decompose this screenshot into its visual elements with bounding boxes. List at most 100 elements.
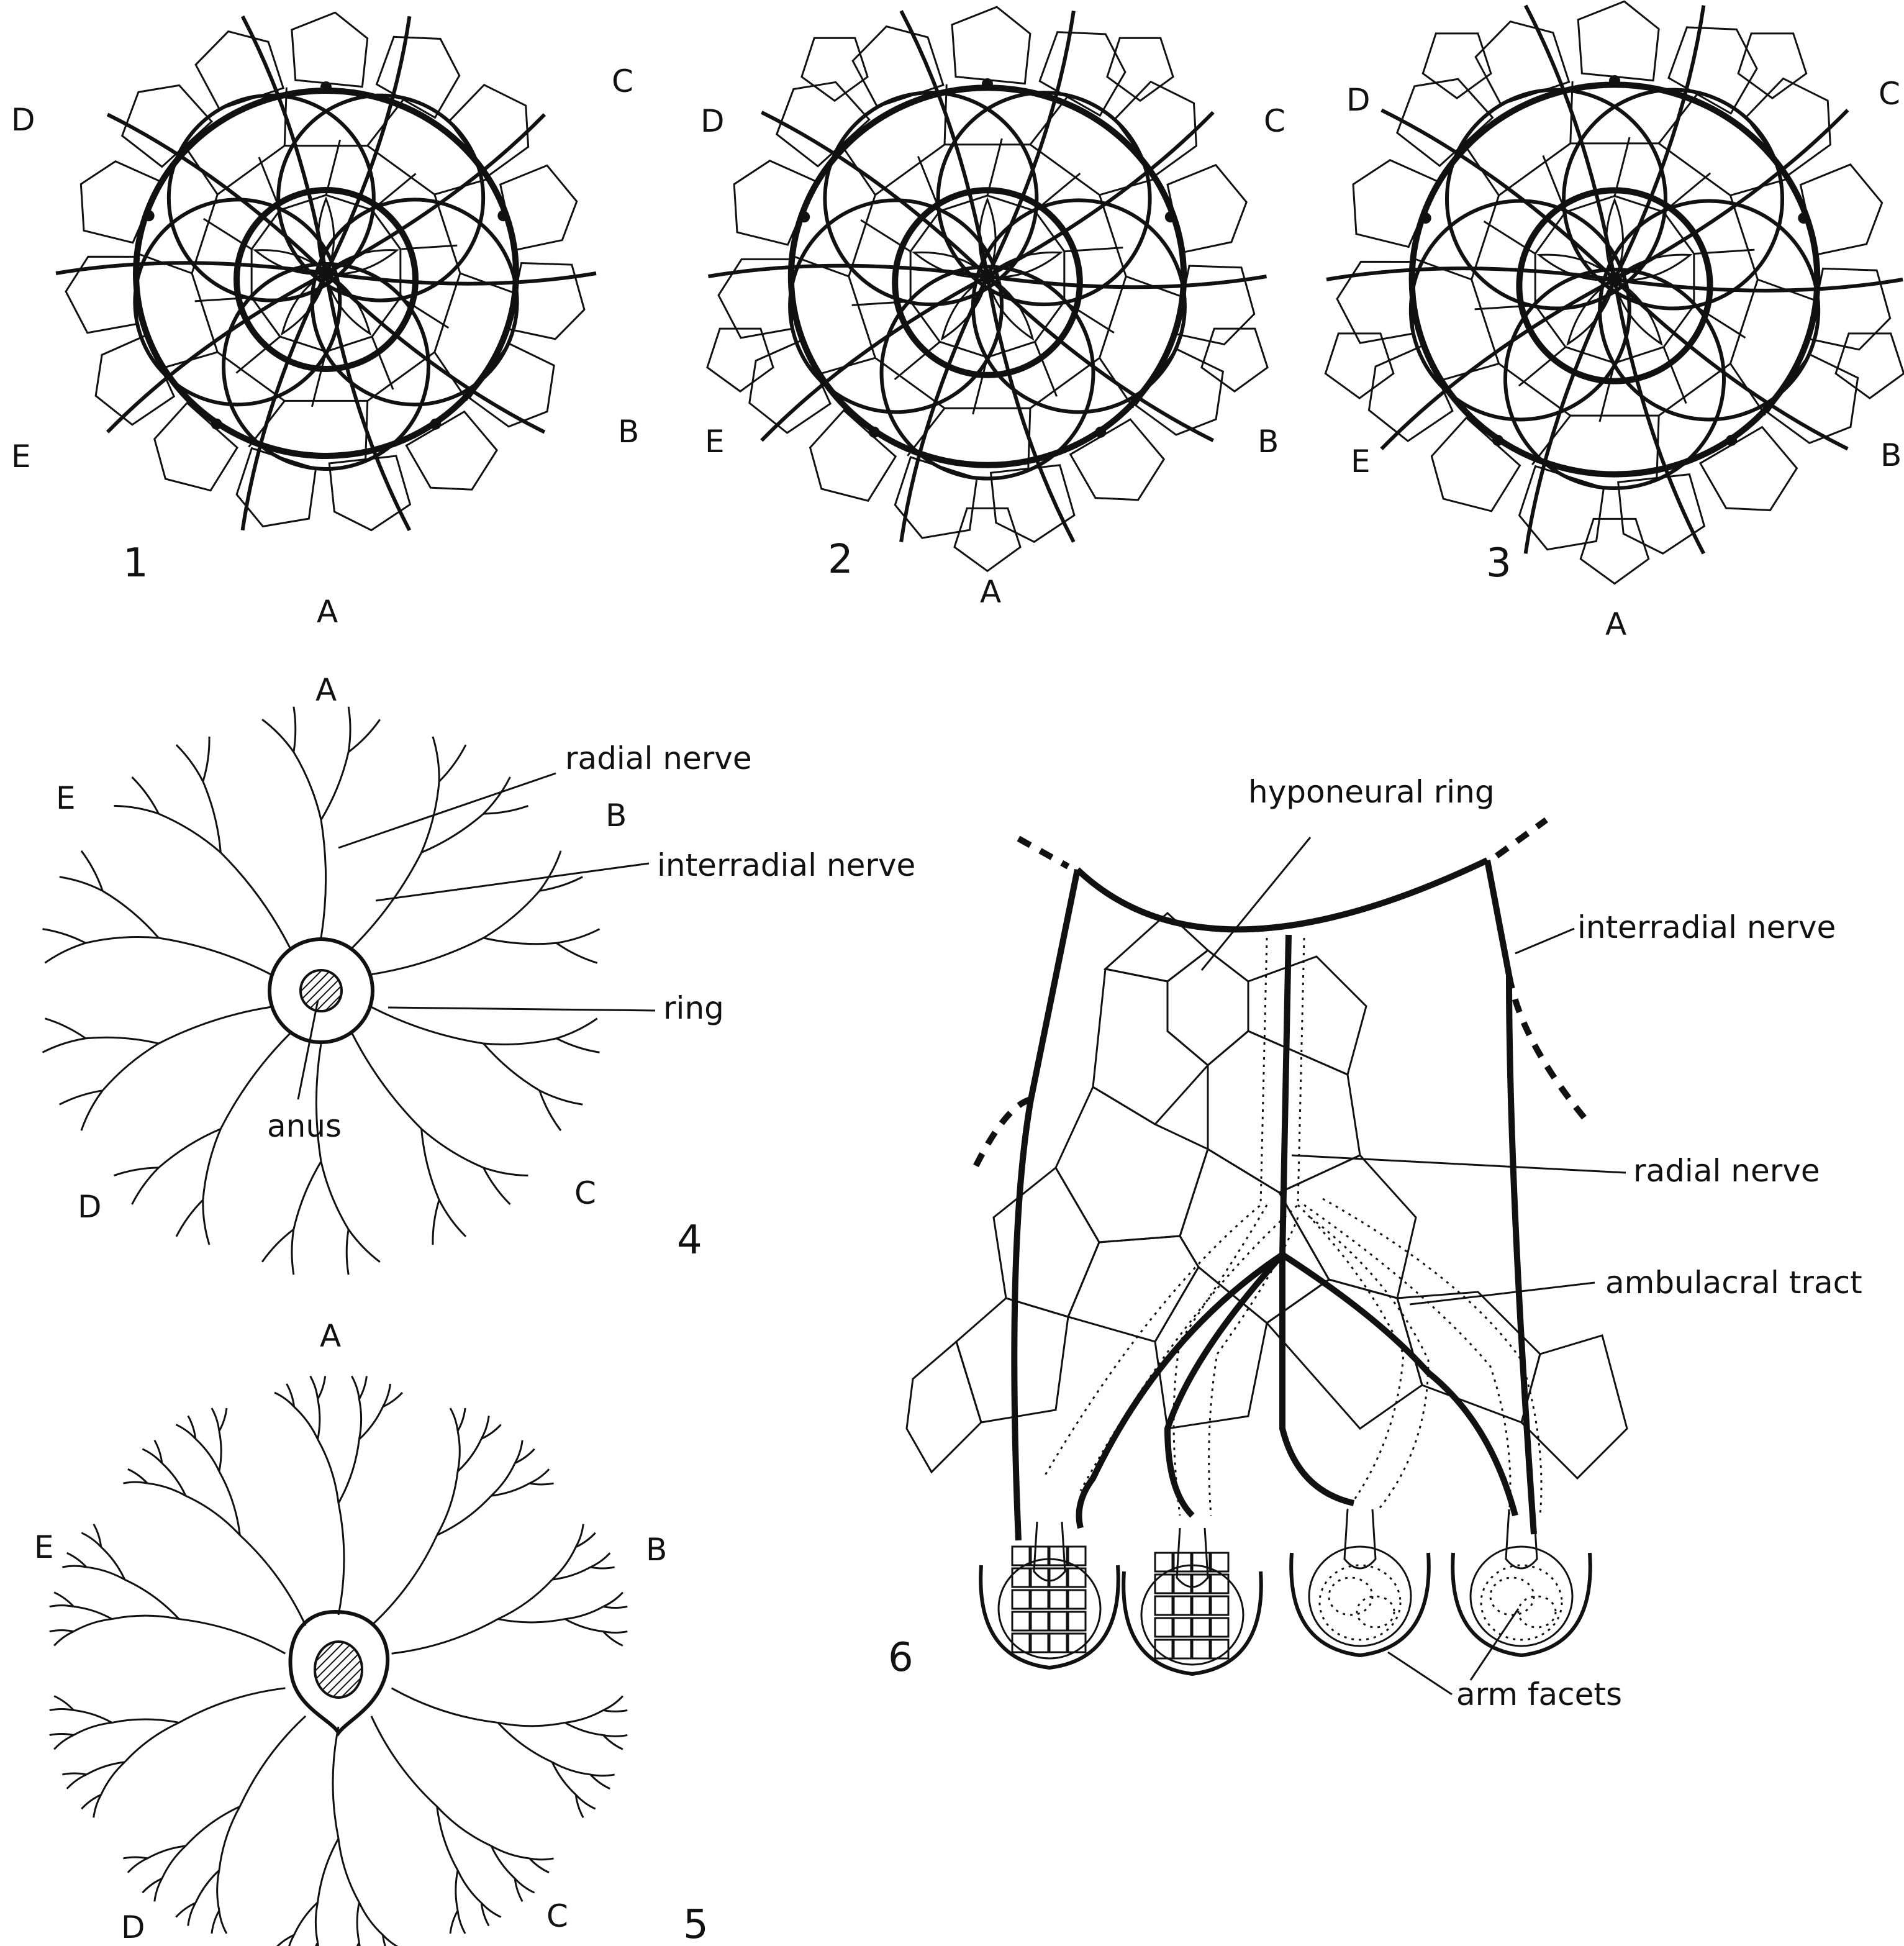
nerve-branch <box>112 1616 179 1619</box>
outer-plate <box>1431 418 1520 511</box>
nerve-branch <box>540 1091 561 1130</box>
centre-node <box>1607 272 1622 287</box>
radial-plate <box>954 508 1020 571</box>
facet-ossicle <box>1192 1618 1210 1637</box>
nerve-branch <box>484 1039 557 1045</box>
facet-ossicle <box>1031 1634 1048 1652</box>
ambulacral-tract <box>1298 1205 1403 1509</box>
panel-3-label-e: E <box>1351 443 1371 480</box>
panel-3-nerves <box>1326 6 1903 554</box>
nerve-branch <box>530 1469 549 1483</box>
nerve-branch <box>74 1710 112 1722</box>
radial-nerve-branch <box>1282 1255 1354 1503</box>
facet-ossicle <box>1031 1612 1048 1630</box>
outer-plate <box>1746 78 1830 175</box>
panel-5-label-d: D <box>121 1909 145 1945</box>
nerve-branch <box>498 1619 565 1622</box>
nerve-branch <box>311 1376 318 1399</box>
nerve-branch <box>357 1903 359 1943</box>
panel-1: D C E B A 1 <box>11 12 639 630</box>
nerve-branch <box>338 1439 359 1503</box>
nerve-branch <box>60 1091 102 1105</box>
panel-4-label-e: E <box>56 780 76 816</box>
panel-4-leader-interradial <box>376 863 649 901</box>
facet-ossicle <box>1211 1618 1228 1637</box>
junction-node <box>1726 435 1737 446</box>
panel-4: radial nerve interradial nerve ring anus… <box>42 672 915 1275</box>
interradial-nerve <box>1014 870 1077 1540</box>
nerve-branch <box>422 814 484 852</box>
nerve-branch <box>371 1007 484 1043</box>
nerve-branch <box>203 781 220 852</box>
panel-1-label-e: E <box>11 439 31 475</box>
nerve-branch <box>294 1162 321 1229</box>
facet-ossicle <box>1192 1640 1210 1658</box>
nerve-branch <box>484 891 540 938</box>
panel-3-label-c: C <box>1879 76 1900 112</box>
nerve-branch <box>86 1037 159 1043</box>
interradial-nerve <box>1487 860 1534 1534</box>
nerve-branch <box>81 1091 102 1130</box>
panel-6-callout-arm-facets: arm facets <box>1456 1676 1622 1712</box>
nerve-branch <box>603 1710 627 1711</box>
nerve-branch <box>530 1858 549 1873</box>
nerve-branch <box>458 1870 481 1903</box>
nerve-branch <box>50 1630 74 1632</box>
plate-suture <box>1615 137 1630 196</box>
nerve-branch <box>484 938 557 944</box>
nerve-branch <box>74 1722 112 1735</box>
nerve-branch <box>240 1535 306 1626</box>
nerve-branch <box>318 1839 338 1903</box>
nerve-branch <box>392 1688 498 1723</box>
hyponeural-ring-dash <box>1497 820 1546 856</box>
radial-nerve-branch <box>1167 1255 1282 1516</box>
facet-ossicle <box>1012 1547 1030 1565</box>
radial-plate <box>1202 329 1267 391</box>
nerve-branch <box>315 1903 317 1943</box>
panel-2-label-d: D <box>700 103 725 139</box>
facet-ossicle <box>1068 1547 1086 1565</box>
nerve-branch <box>62 1773 86 1775</box>
nerve-branch <box>321 820 326 938</box>
panel-4-callout-ring: ring <box>663 990 724 1026</box>
nerve-branch <box>102 1043 158 1091</box>
junction-node <box>143 210 155 221</box>
outer-plate <box>449 85 528 176</box>
panel-6-number: 6 <box>888 1635 913 1681</box>
facet-ossicle <box>1174 1596 1191 1615</box>
nerve-branch <box>484 1168 528 1176</box>
panel-5-label-b: B <box>646 1532 667 1568</box>
nerve-branch <box>565 1619 604 1632</box>
radial-nerve <box>326 273 596 284</box>
facet-stipple <box>1357 1596 1394 1627</box>
calyx-plate <box>907 1342 981 1472</box>
nerve-branch <box>132 1168 159 1204</box>
nerve-branch <box>81 851 102 891</box>
nerve-branch <box>458 1911 465 1934</box>
panel-6: hyponeural ring interradial nerve radial… <box>888 774 1862 1712</box>
nerve-branch <box>54 1593 73 1607</box>
panel-1-label-c: C <box>612 63 633 99</box>
panel-6-leader-facets-1 <box>1388 1652 1452 1694</box>
facet-ossicle <box>1031 1590 1048 1609</box>
nerve-branch <box>348 1229 380 1262</box>
panel-5-number: 5 <box>683 1902 709 1946</box>
nerve-branch <box>176 1200 203 1237</box>
panel-3: D C E B A 3 <box>1325 1 1903 642</box>
hyponeural-ring-dash <box>1018 839 1068 866</box>
nerve-branch <box>158 1129 220 1167</box>
nerve-branch <box>158 814 220 852</box>
ambulacral-groove-end <box>1344 1509 1376 1568</box>
outer-plate <box>1071 419 1164 500</box>
panel-1-number: 1 <box>123 540 148 586</box>
facet-ossicle <box>1192 1596 1210 1615</box>
nerve-branch <box>158 1007 271 1043</box>
junction-node <box>799 211 810 222</box>
plate-suture <box>987 139 1002 196</box>
junction-node <box>497 210 509 221</box>
outer-plate <box>1700 427 1797 511</box>
outer-plate <box>1175 266 1254 344</box>
nerve-branch <box>422 1129 439 1199</box>
panel-2-label-b: B <box>1258 424 1279 460</box>
panel-2-number: 2 <box>828 537 853 583</box>
